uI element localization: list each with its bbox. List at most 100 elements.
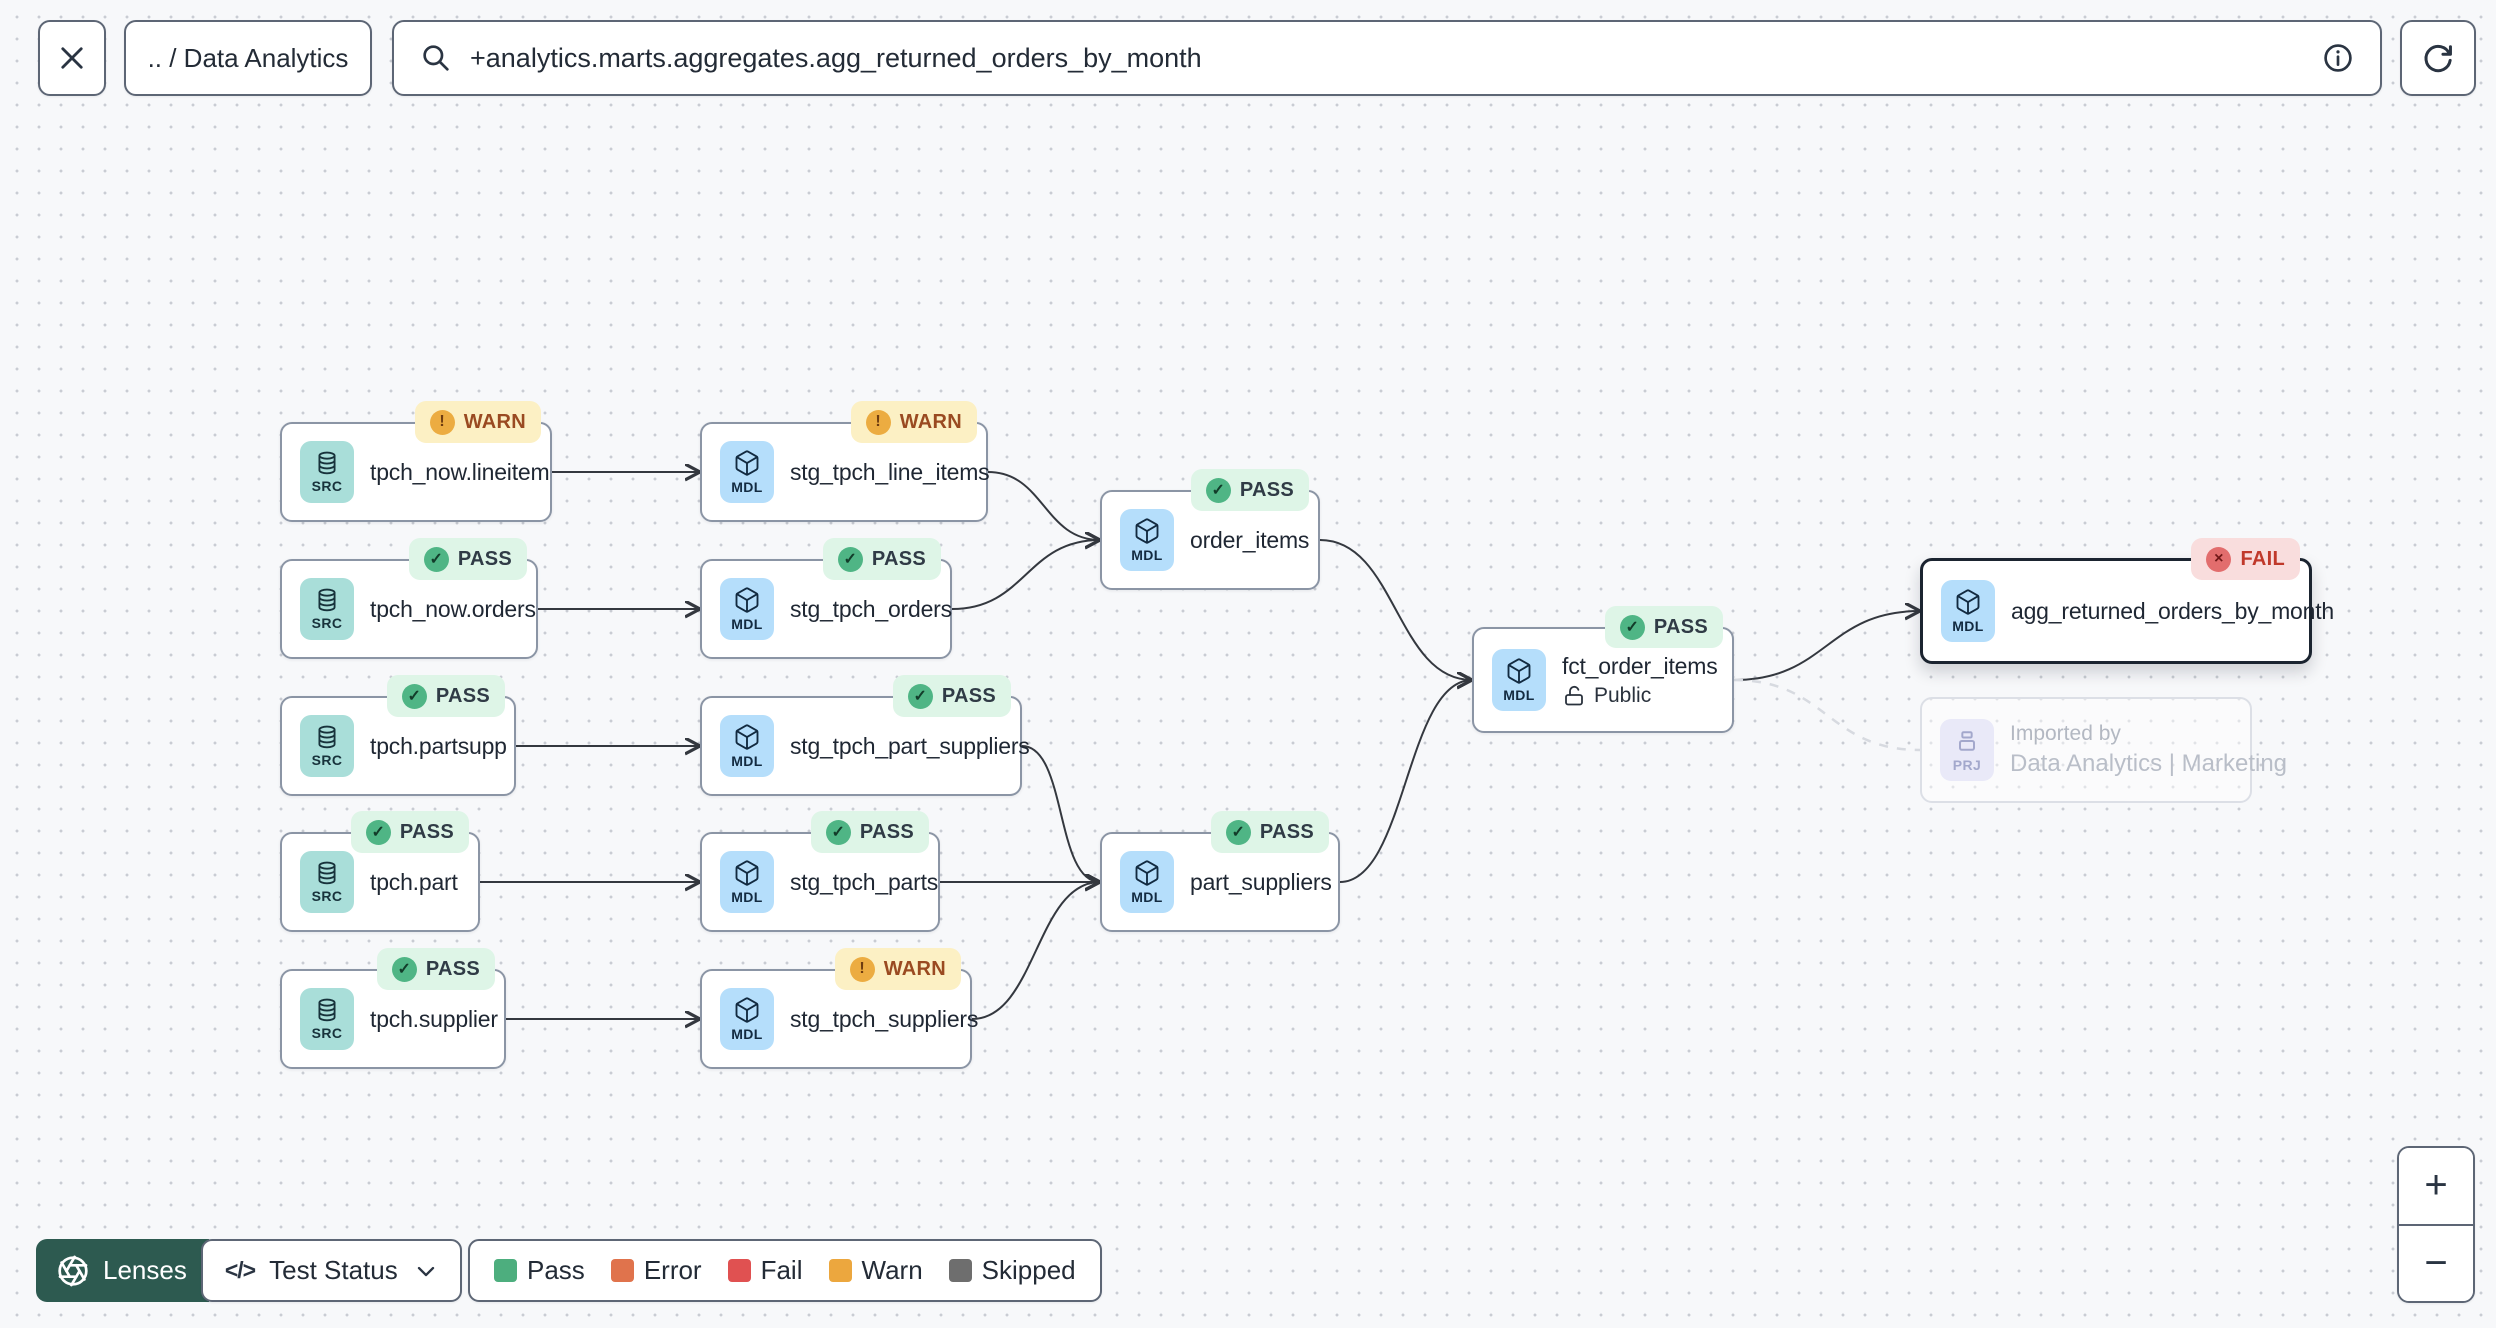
cube-icon [1135,860,1159,886]
info-icon[interactable] [2322,42,2354,74]
edge-stg_tpch_part_suppliers-to-part_suppliers [1021,745,1100,882]
node-label: fct_order_items [1562,652,1718,679]
node-texts: tpch_now.lineitem [370,459,550,486]
node-type-label: MDL [731,1026,763,1042]
graph-node-tpch_now_lineitem[interactable]: !WARN SRC tpch_now.lineitem [280,401,552,522]
node-type-tile-mdl: MDL [720,988,774,1050]
lens-selected-label: Test Status [269,1255,398,1285]
node-type-tile-mdl: MDL [1941,580,1995,642]
status-badge-label: WARN [883,957,946,980]
node-type-tile-mdl: MDL [720,578,774,640]
status-dot-icon: ✓ [401,683,427,709]
node-type-label: PRJ [1952,757,1982,773]
legend-label: Error [643,1255,702,1285]
graph-node-order_items[interactable]: ✓ PASS MDL order_items [1100,469,1320,590]
database-icon [318,998,336,1022]
breadcrumb[interactable]: .. / Data Analytics [124,20,372,96]
breadcrumb-label: .. / Data Analytics [147,42,349,73]
node-texts: tpch.supplier [370,1005,498,1033]
legend-swatch [828,1259,852,1282]
legend-label: Skipped [981,1255,1076,1285]
node-type-label: MDL [1503,687,1535,703]
status-badge-pass: ✓ PASS [1190,469,1309,511]
status-dot-icon: ✓ [837,546,863,572]
node-type-tile-src: SRC [300,988,354,1050]
legend-swatch [494,1259,517,1282]
node-type-tile-mdl: MDL [1120,851,1174,913]
node-type-label: MDL [1131,889,1163,905]
node-label: order_items [1190,526,1310,553]
cube-icon [735,860,759,886]
status-badge-label: WARN [899,410,962,433]
node-type-label: MDL [1131,547,1163,563]
graph-node-agg_returned_orders_by_month[interactable]: ×FAIL MDL agg_returned_orders_by_month [1920,538,2334,664]
lens-selector[interactable]: </> Test Status [200,1239,462,1302]
node-label: tpch.supplier [370,1005,498,1032]
status-dot-icon: ! [865,409,891,435]
node-type-tile-mdl: MDL [720,851,774,913]
status-badge-warn: !WARN [834,948,961,990]
legend-item-skipped: Skipped [948,1255,1076,1286]
status-badge-warn: ! WARN [850,401,977,443]
database-icon [318,451,336,475]
refresh-button[interactable] [2400,20,2476,96]
node-label: tpch.partsupp [370,732,507,759]
node-type-label: SRC [311,478,343,494]
zoom-out-button[interactable]: − [2399,1225,2473,1301]
status-badge-fail: ×FAIL [2191,538,2300,580]
search-input[interactable] [470,42,2304,74]
status-badge-label: PASS [1653,615,1708,638]
node-texts: tpch_now.orders [370,595,536,623]
cube-icon [1507,658,1531,684]
close-button[interactable] [38,20,106,96]
cube-icon [1956,589,1980,615]
status-badge-label: PASS [871,547,926,570]
search-icon [423,45,449,71]
status-badge-pass: ✓ PASS [822,538,941,580]
status-badge-label: PASS [1239,478,1294,501]
node-type-label: MDL [731,889,763,905]
database-icon [318,725,336,749]
legend-label: Warn [861,1255,923,1285]
lenses-label: Lenses [103,1255,187,1285]
zoom-controls: + − [2397,1146,2475,1303]
status-dot-icon: × [2206,546,2232,572]
status-badge-pass: ✓PASS [350,811,469,853]
status-dot-icon: ✓ [365,819,391,845]
node-type-label: MDL [731,753,763,769]
legend-item-warn: Warn [828,1255,923,1286]
lenses-button[interactable]: Lenses [36,1239,209,1302]
node-texts: agg_returned_orders_by_month [2011,598,2334,625]
node-label: tpch_now.orders [370,595,536,622]
status-badge-warn: !WARN [414,401,541,443]
edge-part_suppliers-to-fct_order_items [1339,680,1472,883]
lenses-control: Lenses </> Test Status [36,1239,462,1302]
search-bar[interactable] [392,20,2382,96]
status-dot-icon: ✓ [1205,477,1231,503]
unlock-icon [1565,685,1583,705]
node-type-tile-mdl: MDL [1492,649,1546,711]
cube-icon [735,450,759,476]
edge-fct_order_items-to-agg_returned_orders_by_month [1733,611,1920,681]
legend-swatch [727,1259,751,1282]
legend-swatch [948,1259,972,1282]
cube-icon [1135,518,1159,544]
zoom-in-button[interactable]: + [2399,1148,2473,1224]
cube-icon [735,997,759,1023]
status-badge-pass: ✓PASS [1604,606,1723,648]
status-dot-icon: ! [429,409,455,435]
